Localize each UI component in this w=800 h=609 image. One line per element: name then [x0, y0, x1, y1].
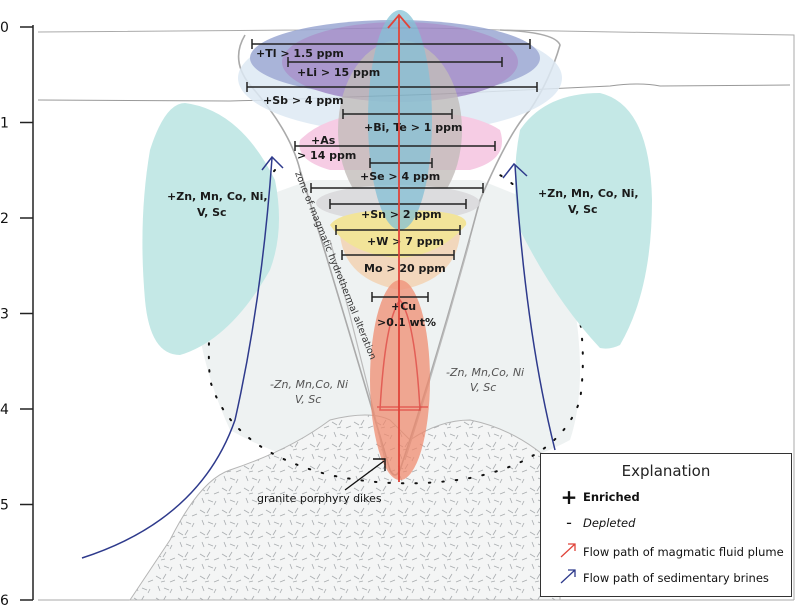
- plume-layers: [238, 10, 562, 480]
- se-label: +Se > 4 ppm: [360, 170, 440, 183]
- depth-tick-label: 2: [0, 211, 9, 227]
- sn-label: +Sn > 2 ppm: [361, 208, 442, 221]
- depth-tick-label: 5: [0, 498, 9, 514]
- li-label: +Li > 15 ppm: [297, 66, 380, 79]
- legend-label-brines: Flow path of sedimentary brines: [583, 570, 769, 585]
- tl-label: +Tl > 1.5 ppm: [256, 47, 344, 60]
- halo-right: [515, 93, 652, 349]
- plus-icon: +: [560, 485, 578, 509]
- magmatic-flow-arrow: [387, 13, 411, 482]
- legend-label-depleted: Depleted: [583, 516, 636, 530]
- cu-label-line1: +Cu: [391, 300, 416, 313]
- brine-flow-arrow-left: [81, 155, 284, 559]
- legend-item-magmatic: Flow path of magmatic fluid plume: [555, 541, 784, 562]
- legend-label-enriched: Enriched: [583, 490, 640, 504]
- minus-icon: -: [566, 513, 572, 532]
- legend-title: Explanation: [621, 462, 711, 480]
- dikes-label: granite porphyry dikes: [257, 492, 382, 505]
- granite-porphyry-body: [129, 414, 561, 601]
- se-zone: [368, 10, 432, 230]
- halo-left-label-line1: +Zn, Mn, Co, Ni,: [167, 190, 268, 203]
- mo-label: Mo > 20 ppm: [364, 262, 446, 275]
- sb-label: +Sb > 4 ppm: [263, 94, 344, 107]
- cu-zone: [370, 280, 430, 480]
- legend-item-brines: Flow path of sedimentary brines: [555, 567, 769, 588]
- depth-axis: 0 1 2 3 4 5 6: [0, 20, 34, 609]
- cu-label-line2: >0.1 wt%: [377, 316, 436, 329]
- depleted-right-line2: V, Sc: [470, 381, 496, 394]
- dikes-pointer-arrow: [344, 458, 386, 491]
- legend-item-enriched: + Enriched: [555, 485, 640, 509]
- depleted-left-line1: -Zn, Mn,Co, Ni: [270, 378, 348, 391]
- legend-box: Explanation + Enriched - Depleted Flow p…: [540, 453, 792, 597]
- halo-left: [142, 103, 279, 355]
- as-label-line2: > 14 ppm: [297, 149, 356, 162]
- w-label: +W > 7 ppm: [367, 235, 444, 248]
- range-bars: [246, 39, 538, 302]
- halo-right-label-line2: V, Sc: [568, 203, 598, 216]
- red-arrow-icon: [555, 541, 583, 562]
- depleted-right-line1: -Zn, Mn,Co, Ni: [446, 366, 524, 379]
- depth-tick-label: 1: [0, 116, 9, 132]
- bi-te-label: +Bi, Te > 1 ppm: [364, 121, 462, 134]
- halo-right-label-line1: +Zn, Mn, Co, Ni,: [538, 187, 639, 200]
- brine-flow-arrow-right: [502, 162, 556, 451]
- legend-item-depleted: - Depleted: [555, 513, 636, 532]
- depth-tick-label: 3: [0, 307, 9, 323]
- halo-left-label-line2: V, Sc: [197, 206, 227, 219]
- as-label-line1: +As: [311, 134, 336, 147]
- legend-label-magmatic: Flow path of magmatic fluid plume: [583, 544, 784, 559]
- cu-core: [379, 298, 421, 411]
- depth-tick-label: 6: [0, 593, 9, 609]
- depth-tick-label: 0: [0, 20, 9, 36]
- blue-arrow-icon: [555, 567, 583, 588]
- depleted-left-line2: V, Sc: [295, 393, 321, 406]
- depth-tick-label: 4: [0, 402, 9, 418]
